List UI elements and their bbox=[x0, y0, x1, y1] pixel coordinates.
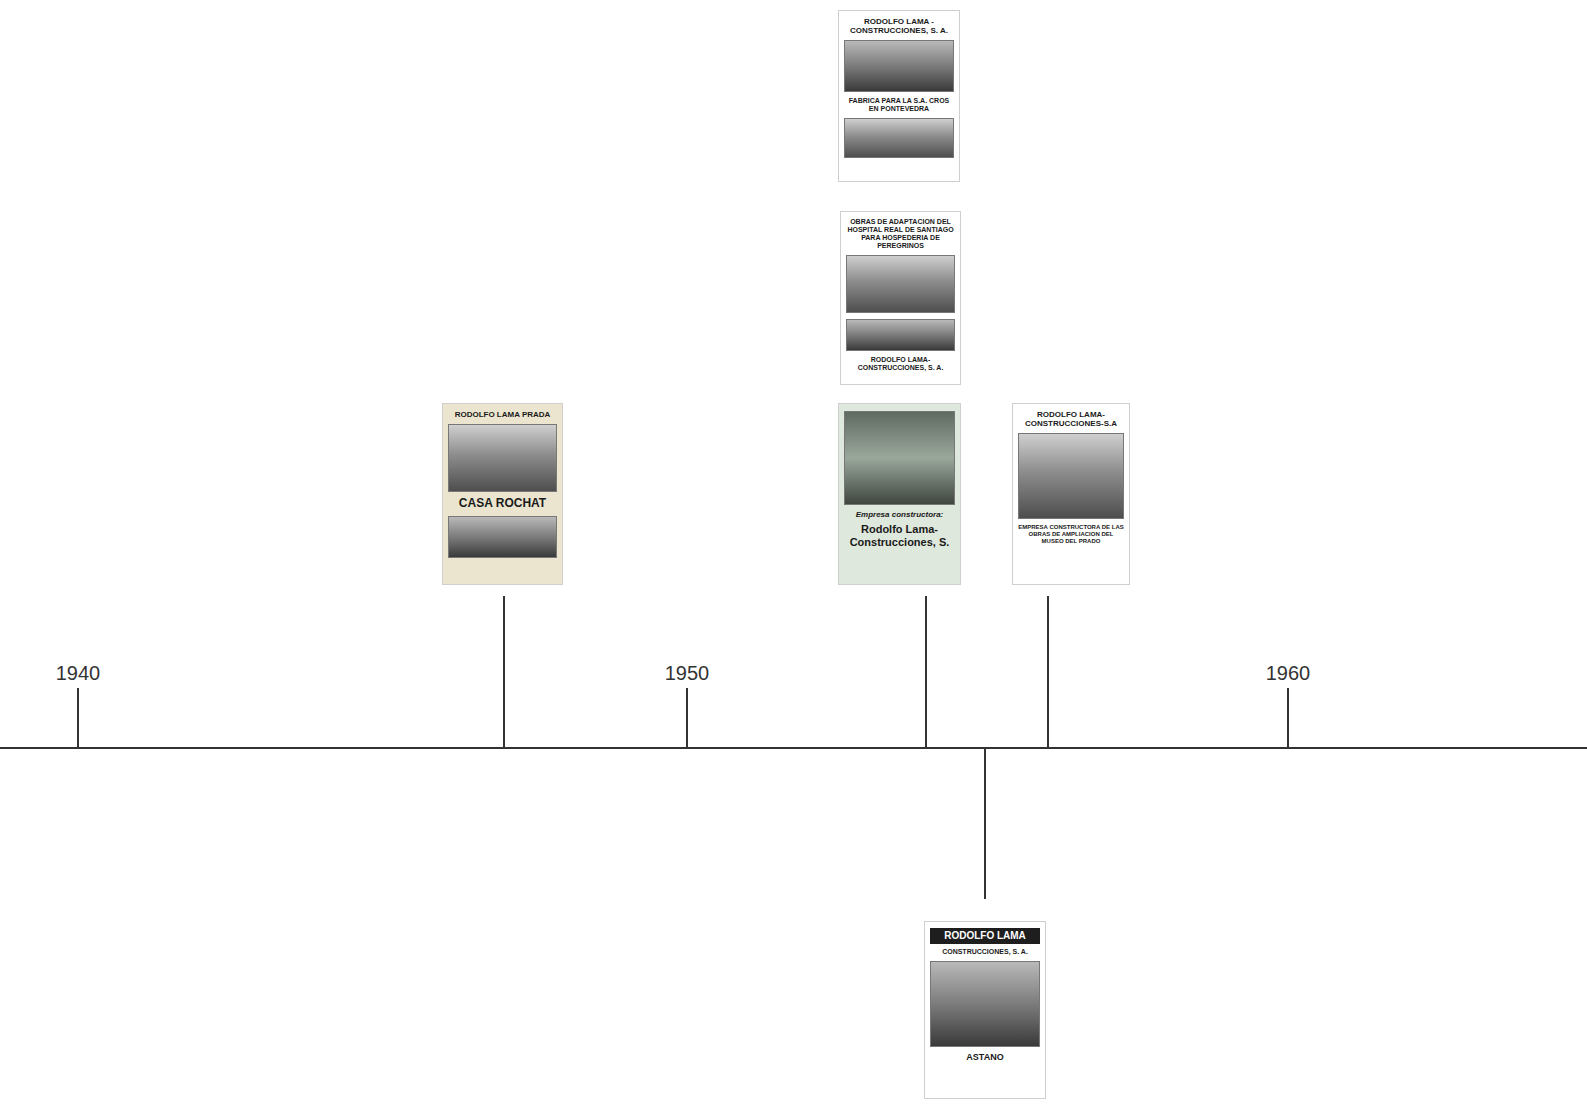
year-tick bbox=[686, 688, 688, 748]
ad-text: EMPRESA CONSTRUCTORA DE LAS OBRAS DE AMP… bbox=[1018, 524, 1124, 545]
ad-text: Empresa constructora: bbox=[844, 510, 955, 519]
ad-photograph bbox=[844, 118, 954, 158]
year-label: 1960 bbox=[1266, 663, 1311, 683]
ad-text: RODOLFO LAMA - CONSTRUCCIONES, S. A. bbox=[844, 17, 954, 35]
year-tick bbox=[77, 688, 79, 748]
advertisement: RODOLFO LAMA-CONSTRUCCIONES-S.A EMPRESA C… bbox=[1012, 403, 1130, 585]
ad-photograph bbox=[844, 40, 954, 92]
ad-text: RODOLFO LAMA PRADA bbox=[448, 410, 557, 419]
ad-text: FABRICA PARA LA S.A. CROS EN PONTEVEDRA bbox=[844, 97, 954, 113]
ad-text: RODOLFO LAMA bbox=[930, 928, 1040, 944]
ad-text: ASTANO bbox=[930, 1052, 1040, 1062]
event-stem bbox=[925, 596, 927, 748]
event-stem bbox=[984, 748, 986, 899]
ad-text: OBRAS DE ADAPTACION DEL HOSPITAL REAL DE… bbox=[846, 218, 955, 250]
year-label: 1950 bbox=[665, 663, 710, 683]
ad-photograph bbox=[448, 424, 557, 492]
advertisement: OBRAS DE ADAPTACION DEL HOSPITAL REAL DE… bbox=[840, 211, 961, 385]
event-stem bbox=[503, 596, 505, 748]
advertisement: RODOLFO LAMA - CONSTRUCCIONES, S. A. FABR… bbox=[838, 10, 960, 182]
year-tick bbox=[1287, 688, 1289, 748]
event-stem bbox=[1047, 596, 1049, 748]
ad-photograph bbox=[448, 516, 557, 558]
ad-photograph bbox=[930, 961, 1040, 1047]
ad-text: CASA ROCHAT bbox=[448, 497, 557, 511]
ad-photograph bbox=[846, 319, 955, 351]
ad-photograph bbox=[846, 255, 955, 313]
ad-text: RODOLFO LAMA-CONSTRUCCIONES, S. A. bbox=[846, 356, 955, 372]
year-label: 1940 bbox=[56, 663, 101, 683]
axis-line bbox=[0, 747, 1587, 749]
ad-text: CONSTRUCCIONES, S. A. bbox=[930, 948, 1040, 956]
ad-text: RODOLFO LAMA-CONSTRUCCIONES-S.A bbox=[1018, 410, 1124, 428]
ad-photograph bbox=[1018, 433, 1124, 519]
advertisement: RODOLFO LAMA CONSTRUCCIONES, S. A. ASTANO bbox=[924, 921, 1046, 1099]
advertisement: Empresa constructora: Rodolfo Lama-Constr… bbox=[838, 403, 961, 585]
ad-photograph bbox=[844, 411, 955, 505]
ad-text: Rodolfo Lama-Construcciones, S. bbox=[844, 523, 955, 548]
advertisement: RODOLFO LAMA PRADA CASA ROCHAT bbox=[442, 403, 563, 585]
